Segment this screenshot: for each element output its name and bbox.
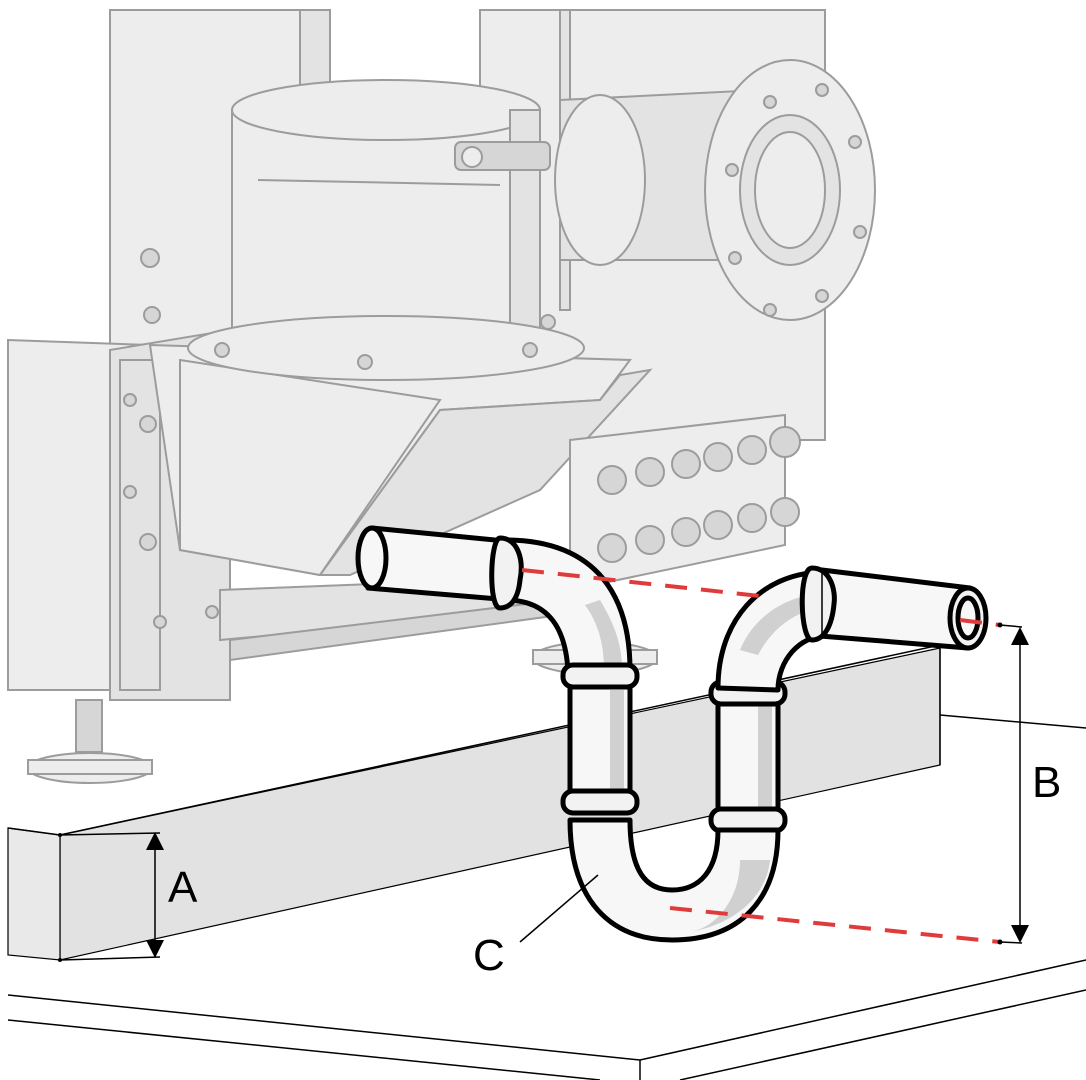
arrowhead-down [146,940,164,958]
arrowhead-up [146,832,164,850]
leveling-foot-left [27,699,153,784]
dimension-a: A [58,832,198,962]
cable-glands [597,426,801,563]
floor [7,959,1086,1080]
equipment-unit [7,9,876,784]
label-b: B [1032,758,1061,807]
callout-c: C [473,874,599,980]
dimension-b: B [997,622,1061,945]
label-c: C [473,931,505,980]
arrowhead-down [1011,925,1029,943]
siphon-trap [355,525,989,943]
label-a: A [168,863,198,912]
reference-lines [521,568,1001,944]
arrowhead-up [1011,627,1029,645]
